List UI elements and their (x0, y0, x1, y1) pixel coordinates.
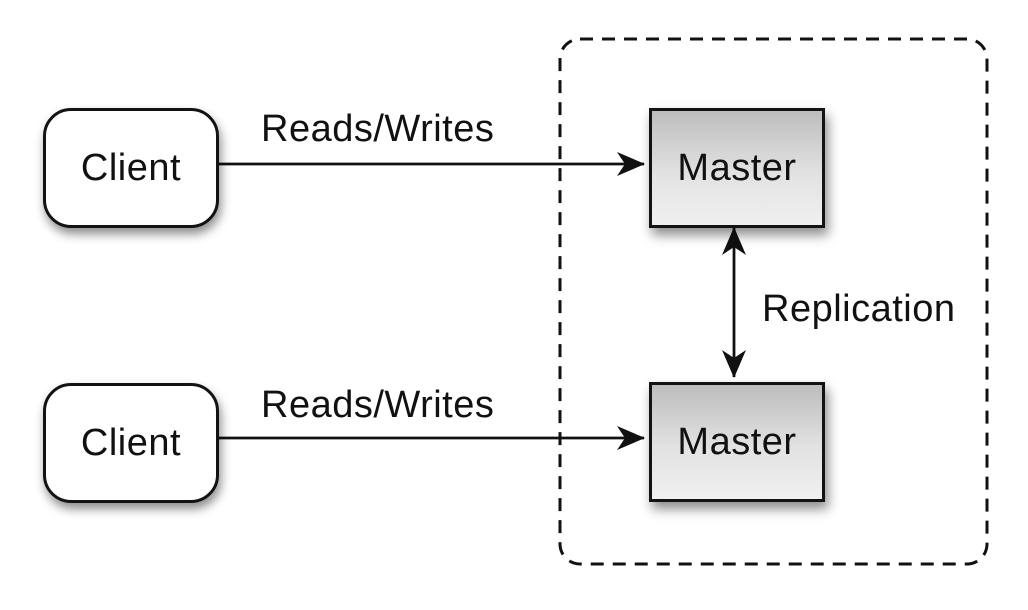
reads-writes-label-top: Reads/Writes (261, 108, 495, 150)
client-node-top-label: Client (80, 146, 182, 189)
replication-label: Replication (762, 288, 956, 330)
reads-writes-label-bottom: Reads/Writes (261, 384, 495, 426)
master-node-top-label: Master (677, 146, 797, 189)
master-node-top: Master (649, 108, 825, 228)
client-node-bottom-label: Client (80, 421, 182, 464)
replication-cluster-boundary (558, 37, 989, 566)
client-node-bottom: Client (43, 383, 219, 503)
master-node-bottom-label: Master (677, 420, 797, 463)
client-node-top: Client (43, 108, 219, 228)
master-node-bottom: Master (649, 382, 825, 502)
